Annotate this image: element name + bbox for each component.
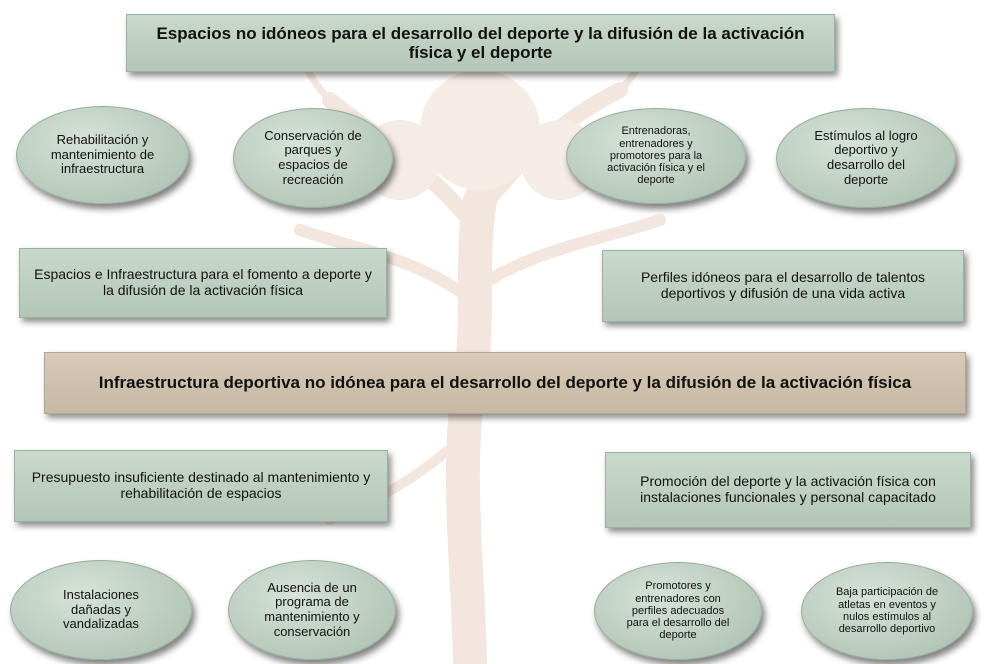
low-right-box: Promoción del deporte y la activación fí… <box>605 452 971 528</box>
oval-instalaciones-text: Instalaciones dañadas y vandalizadas <box>63 587 139 632</box>
oval-entrenadoras: Entrenadoras, entrenadores y promotores … <box>566 108 746 204</box>
oval-instalaciones: Instalaciones dañadas y vandalizadas <box>10 560 192 660</box>
oval-promotores-text: Promotores y entrenadores con perfiles a… <box>626 580 730 642</box>
mid-right-box: Perfiles idóneos para el desarrollo de t… <box>602 250 964 322</box>
oval-ausencia: Ausencia de un programa de mantenimiento… <box>228 560 396 660</box>
oval-baja-participacion-text: Baja participación de atletas en eventos… <box>835 586 939 636</box>
low-left-box-text: Presupuesto insuficiente destinado al ma… <box>31 469 371 501</box>
oval-entrenadoras-text: Entrenadoras, entrenadores y promotores … <box>607 125 705 187</box>
low-left-box: Presupuesto insuficiente destinado al ma… <box>14 450 388 522</box>
oval-rehabilitacion-text: Rehabilitación y mantenimiento de infrae… <box>50 132 155 177</box>
low-right-box-text: Promoción del deporte y la activación fí… <box>640 473 936 505</box>
oval-estimulos: Estímulos al logro deportivo y desarroll… <box>776 108 956 208</box>
oval-ausencia-text: Ausencia de un programa de mantenimiento… <box>264 579 360 639</box>
oval-promotores: Promotores y entrenadores con perfiles a… <box>594 562 762 660</box>
center-box: Infraestructura deportiva no idónea para… <box>44 352 966 414</box>
oval-conservacion-text: Conservación de parques y espacios de re… <box>264 127 362 187</box>
oval-conservacion: Conservación de parques y espacios de re… <box>233 108 393 208</box>
oval-baja-participacion: Baja participación de atletas en eventos… <box>801 562 973 660</box>
top-box: Espacios no idóneos para el desarrollo d… <box>126 14 835 72</box>
top-box-text: Espacios no idóneos para el desarrollo d… <box>156 23 805 62</box>
center-box-text: Infraestructura deportiva no idónea para… <box>98 373 912 393</box>
mid-right-box-text: Perfiles idóneos para el desarrollo de t… <box>640 269 926 301</box>
oval-rehabilitacion: Rehabilitación y mantenimiento de infrae… <box>16 106 189 204</box>
mid-left-box: Espacios e Infraestructura para el fomen… <box>19 248 387 318</box>
mid-left-box-text: Espacios e Infraestructura para el fomen… <box>34 266 372 298</box>
oval-estimulos-text: Estímulos al logro deportivo y desarroll… <box>814 127 918 187</box>
